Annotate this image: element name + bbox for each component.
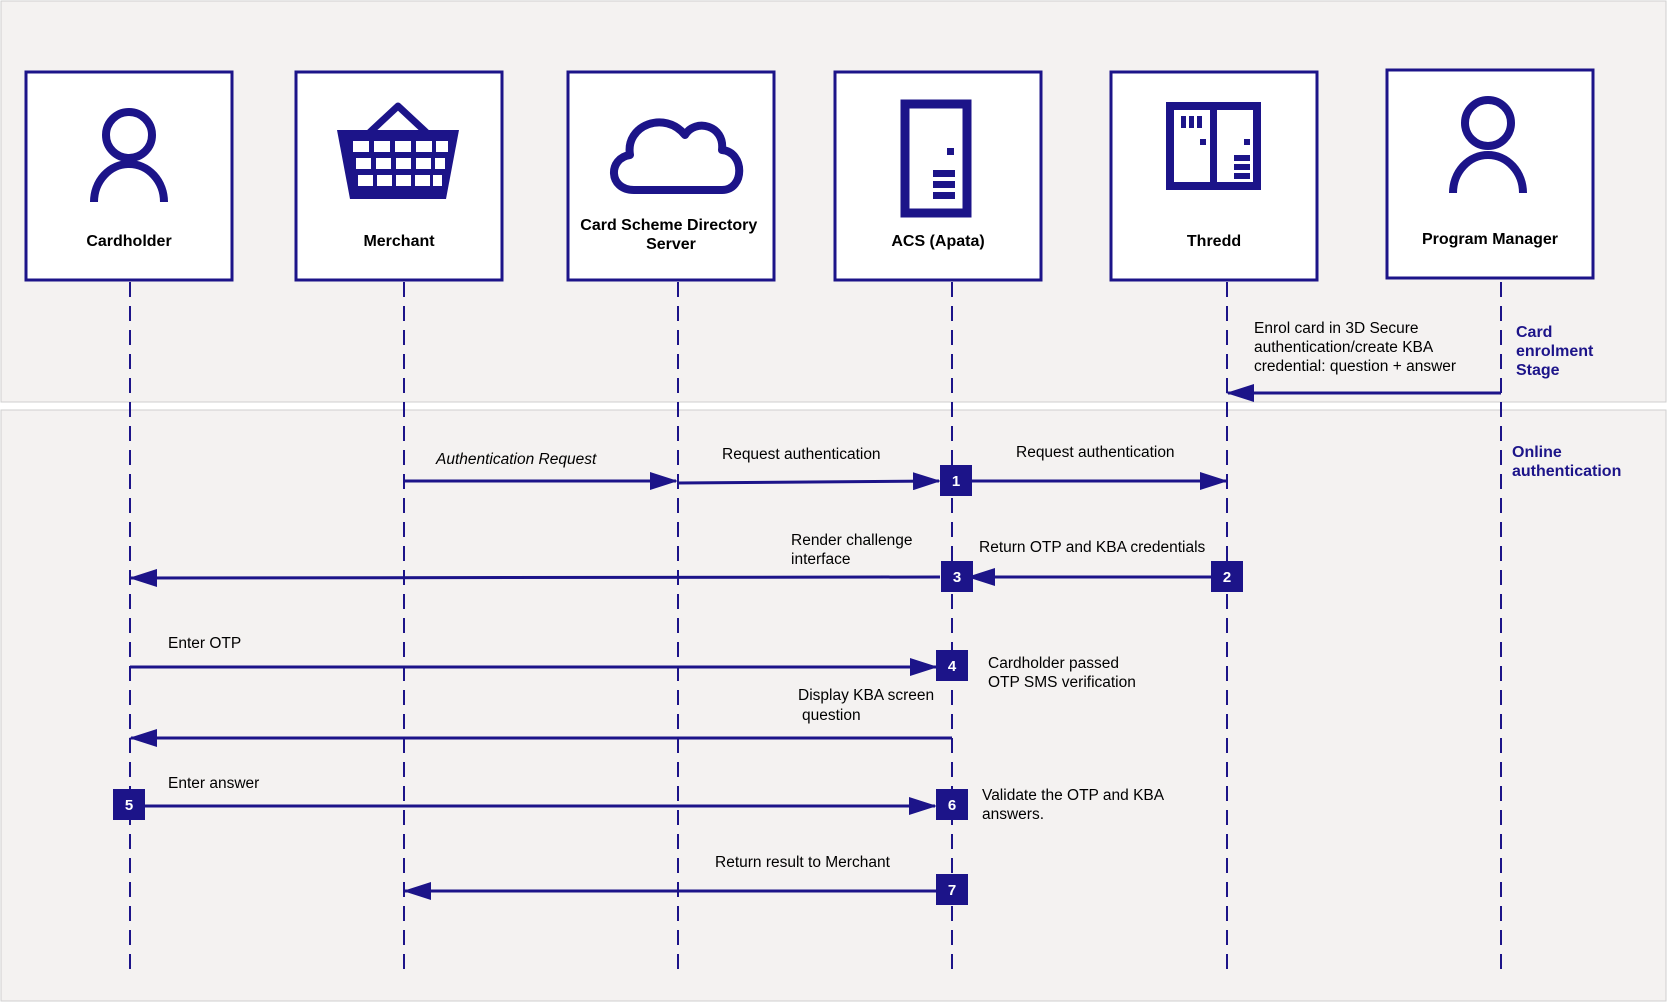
message-label-request-authentication-1: Request authentication xyxy=(722,446,881,463)
actor-merchant: Merchant xyxy=(294,70,504,282)
message-label-line: Display KBA screen xyxy=(798,687,934,704)
stage-label-line: Stage xyxy=(1516,362,1560,379)
stage-label-line: Online xyxy=(1512,444,1562,461)
cloud-icon xyxy=(610,118,744,194)
message-label-return-result: Return result to Merchant xyxy=(715,854,891,871)
shopping-basket-icon xyxy=(337,102,459,199)
message-label-enter-otp: Enter OTP xyxy=(168,635,241,652)
message-label-line: Return result to Merchant xyxy=(715,854,891,871)
actor-label: Program Manager xyxy=(1422,231,1558,248)
step-marker-7: 7 xyxy=(936,874,968,905)
step-number: 3 xyxy=(953,569,961,586)
step-marker-5: 5 xyxy=(113,789,145,820)
message-label-line: Validate the OTP and KBA xyxy=(982,787,1165,804)
message-label-return-otp: Return OTP and KBA credentials xyxy=(979,539,1206,556)
person-icon xyxy=(90,108,168,203)
message-label-line: Authentication Request xyxy=(435,451,597,468)
step-number: 4 xyxy=(948,658,957,675)
actor-label-line: Card Scheme Directory xyxy=(580,217,757,234)
stage-label-line: authentication xyxy=(1512,463,1621,480)
message-label-line: Return OTP and KBA credentials xyxy=(979,539,1206,556)
message-label-line: Render challenge xyxy=(791,532,913,549)
message-label-line: authentication/create KBA xyxy=(1254,339,1434,356)
message-label-authentication-request: Authentication Request xyxy=(435,451,597,468)
step-number: 1 xyxy=(952,473,960,490)
message-label-display-kba: Display KBA screen question xyxy=(798,687,938,724)
message-label-line: answers. xyxy=(982,806,1044,823)
server-icon xyxy=(900,99,972,218)
step-marker-3: 3 xyxy=(941,561,973,592)
message-label-line: interface xyxy=(791,551,850,568)
actor-box xyxy=(1385,68,1595,280)
actor-label-line: Thredd xyxy=(1187,233,1241,250)
step-number: 7 xyxy=(948,882,956,899)
stage-label-enrolment: Card enrolment Stage xyxy=(1516,324,1598,379)
actor-label-line: Server xyxy=(646,236,696,253)
message-label-otp-passed: Cardholder passed OTP SMS verification xyxy=(988,655,1136,691)
message-label-line: Request authentication xyxy=(1016,444,1175,461)
actor-directory-server: Card Scheme Directory Server xyxy=(566,70,776,282)
actor-label: ACS (Apata) xyxy=(891,233,984,250)
lifelines xyxy=(129,282,1502,970)
message-label-line: Enter answer xyxy=(168,775,259,792)
step-marker-2: 2 xyxy=(1211,561,1243,592)
step-marker-4: 4 xyxy=(936,650,968,681)
actor-label-line: Cardholder xyxy=(86,233,171,250)
actor-label-line: Program Manager xyxy=(1422,231,1558,248)
message-label-request-authentication-2: Request authentication xyxy=(1016,444,1175,461)
message-label-line: OTP SMS verification xyxy=(988,674,1136,691)
actor-label-line: Merchant xyxy=(363,233,435,250)
actor-label: Card Scheme Directory Server xyxy=(580,217,761,253)
actor-acs: ACS (Apata) xyxy=(833,70,1043,282)
actor-label: Cardholder xyxy=(86,233,171,250)
actor-thredd: Thredd xyxy=(1109,70,1319,282)
message-label-line: question xyxy=(802,707,861,724)
message-label-line: Cardholder passed xyxy=(988,655,1119,672)
person-icon xyxy=(1449,96,1527,194)
stage-label-line: enrolment xyxy=(1516,343,1594,360)
message-arrows xyxy=(129,384,1501,900)
arrow-request-authentication-1 xyxy=(677,472,941,491)
actor-cardholder: Cardholder xyxy=(24,70,234,282)
message-label-line: Enter OTP xyxy=(168,635,241,652)
step-number: 5 xyxy=(125,797,133,814)
online-authentication-band xyxy=(0,409,1667,1002)
stage-label-online: Online authentication xyxy=(1512,444,1621,480)
stage-label-line: Card xyxy=(1516,324,1552,341)
message-label-line: Request authentication xyxy=(722,446,881,463)
actor-label: Merchant xyxy=(363,233,435,250)
step-marker-6: 6 xyxy=(936,789,968,820)
step-marker-1: 1 xyxy=(940,465,972,496)
step-number: 2 xyxy=(1223,569,1231,586)
message-label-enrol: Enrol card in 3D Secure authentication/c… xyxy=(1254,320,1456,375)
arrow-render-challenge xyxy=(129,568,941,587)
server-rack-icon xyxy=(1166,102,1261,190)
step-number: 6 xyxy=(948,797,956,814)
message-label-enter-answer: Enter answer xyxy=(168,775,259,792)
actor-box xyxy=(24,70,234,282)
actor-label-line: ACS (Apata) xyxy=(891,233,984,250)
message-label-validate: Validate the OTP and KBA answers. xyxy=(982,787,1168,823)
message-label-line: Enrol card in 3D Secure xyxy=(1254,320,1419,337)
message-label-line: credential: question + answer xyxy=(1254,358,1456,375)
actor-label: Thredd xyxy=(1187,233,1241,250)
message-label-render-challenge: Render challenge interface xyxy=(791,532,917,568)
actor-program-manager: Program Manager xyxy=(1385,68,1595,280)
